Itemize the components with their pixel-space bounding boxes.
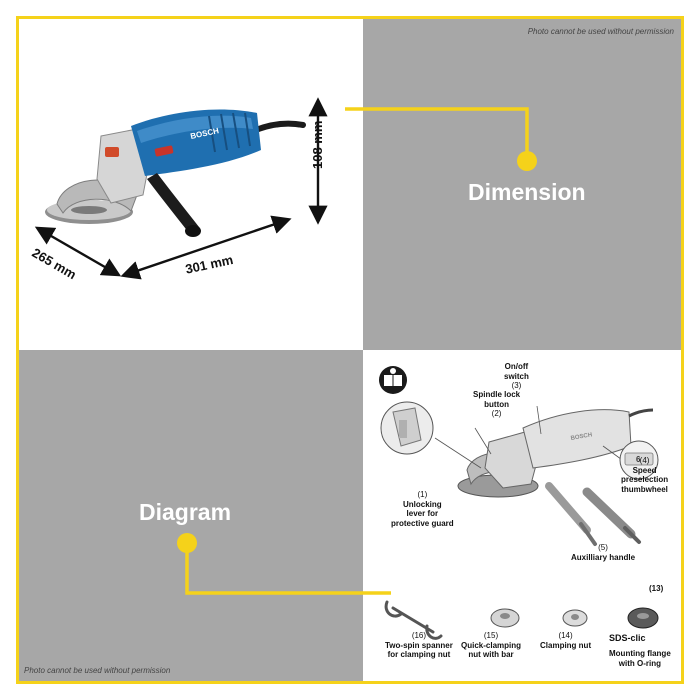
part-label-auxiliary-handle: (5) Auxilliary handle	[571, 543, 636, 562]
watermark-bottom: Photo cannot be used without permission	[24, 666, 171, 675]
part-label-spindle-lock: Spindle lock button (2)	[473, 390, 521, 418]
accessory-brand-sds-clic: SDS-clic	[609, 633, 646, 643]
dimension-arrows	[34, 97, 328, 280]
diagram-title: Diagram	[139, 499, 232, 525]
two-spin-spanner-icon	[384, 600, 443, 640]
accessory-label-clamping-nut: (14) Clamping nut	[540, 631, 592, 650]
part-label-on-off-switch: On/off switch (3)	[504, 362, 529, 390]
speed-dial-value: 6	[636, 455, 641, 464]
infographic-frame: Photo cannot be used without permission …	[16, 16, 684, 684]
connector-lines	[177, 107, 537, 595]
angle-grinder-photo: BOSCH	[45, 109, 306, 237]
svg-text:BOSCH: BOSCH	[570, 432, 592, 442]
accessory-label-quick-clamping-nut: (15) Quick-clamping nut with bar	[461, 631, 522, 659]
watermark-top: Photo cannot be used without permission	[527, 27, 674, 36]
dimension-title: Dimension	[468, 179, 586, 205]
accessory-number-flange: (13)	[649, 584, 664, 593]
parts-diagram-drawing: BOSCH 6	[379, 366, 659, 640]
accessory-label-mounting-flange: Mounting flange with O-ring	[609, 649, 671, 668]
part-label-unlocking-lever: (1) Unlocking lever for protective guard	[391, 490, 454, 528]
accessory-label-spanner: (16) Two-spin spanner for clamping nut	[385, 631, 453, 659]
diagram-title-panel	[19, 350, 363, 681]
part-label-speed-thumbwheel: (4) Speed preselection thumbwheel	[621, 456, 669, 494]
dimension-title-panel	[363, 19, 681, 350]
